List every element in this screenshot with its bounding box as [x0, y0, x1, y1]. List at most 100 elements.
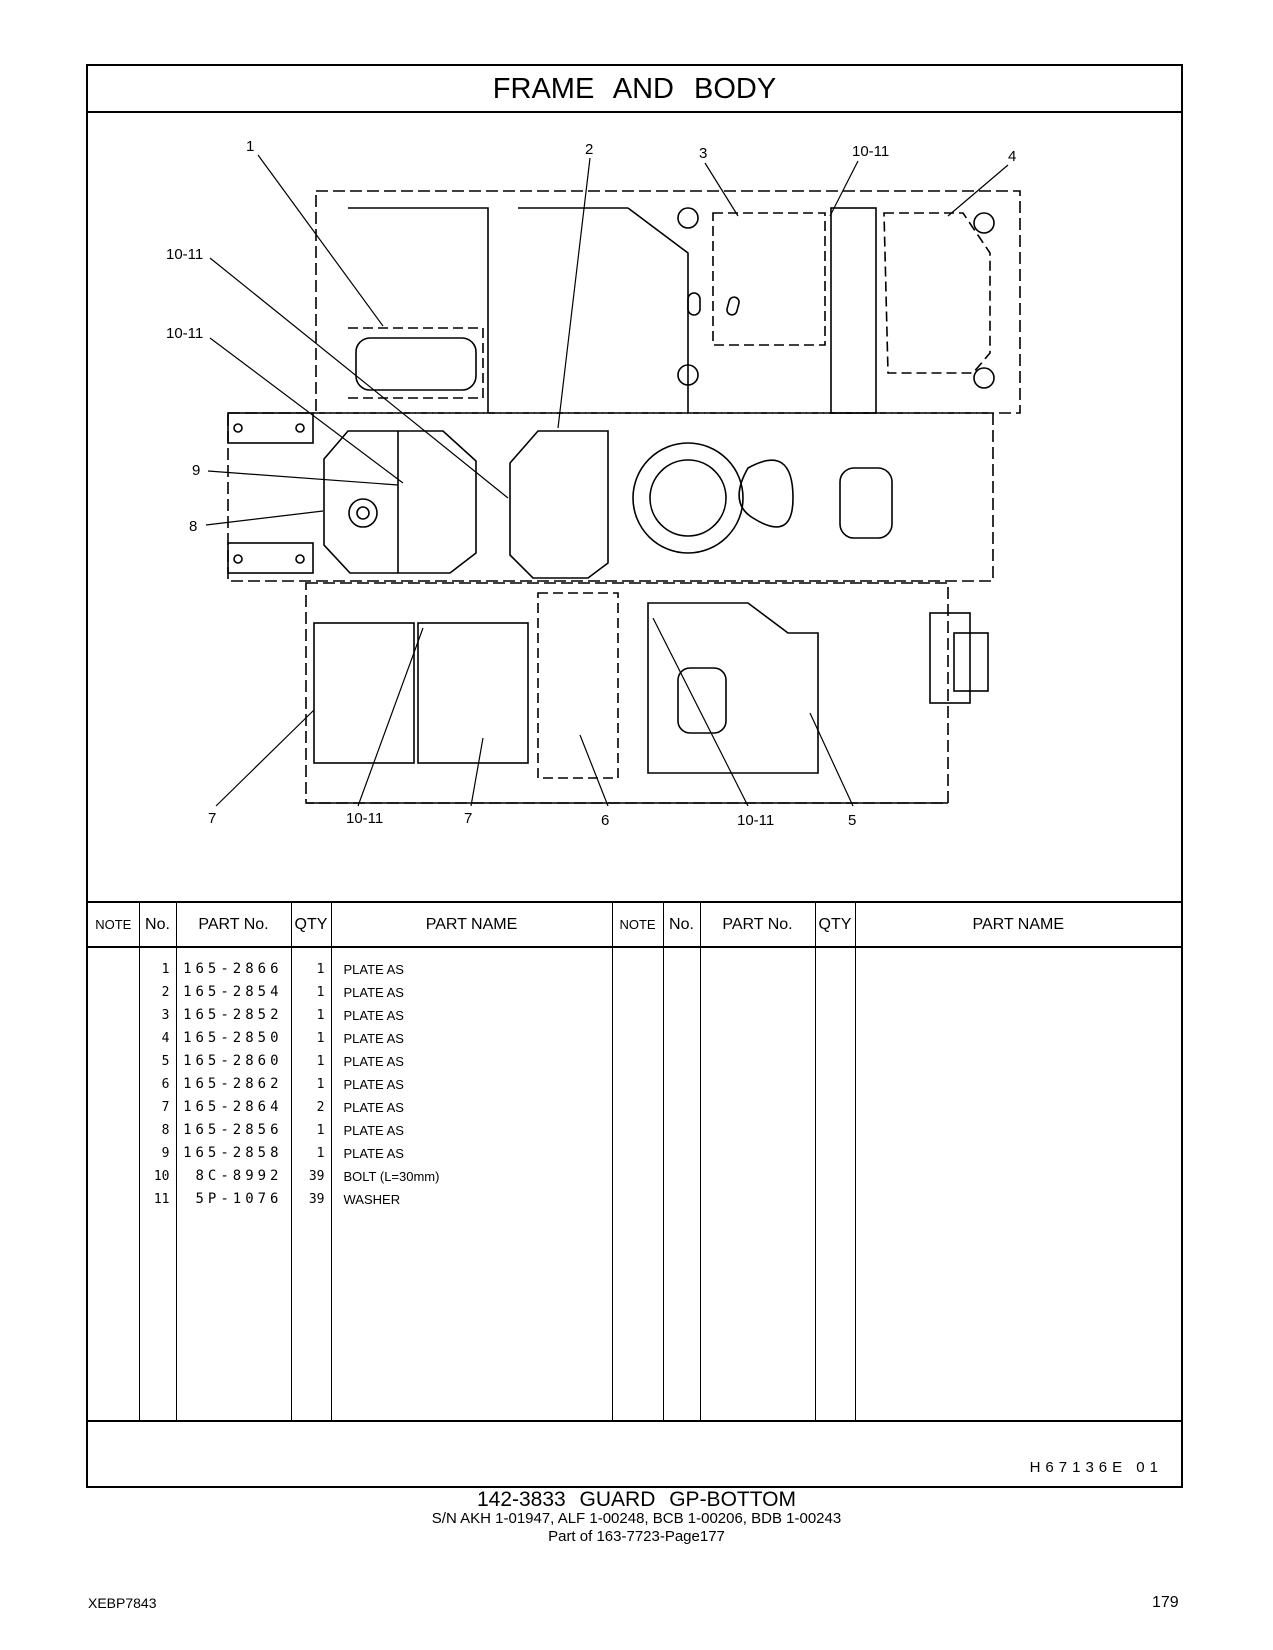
plate-8-hole-inner [356, 506, 370, 520]
leader-10-11-left-a [209, 257, 509, 499]
col-qty-right [815, 947, 856, 1422]
row-9-qty: 1 [316, 1146, 325, 1161]
row-5-part-name: PLATE AS [343, 1054, 404, 1069]
leader-9 [207, 470, 399, 486]
row-10-qty: 39 [308, 1169, 325, 1184]
oval-opening [738, 459, 794, 528]
bracket-hole-d [295, 554, 305, 564]
row-11-no: 11 [153, 1192, 170, 1207]
bracket-left-top [227, 412, 314, 444]
plate-5-region [647, 602, 819, 774]
row-2-part-name: PLATE AS [343, 985, 404, 1000]
callout-1: 1 [246, 138, 254, 155]
row-7-part-no: 165-2864 [183, 1099, 283, 1115]
header-part-name-right: PART NAME [855, 901, 1181, 948]
callout-10-11-bottom-a: 10-11 [346, 810, 383, 827]
bracket-hole-a [233, 423, 243, 433]
lower-frame-outline [305, 582, 949, 804]
frame-body-drawing: 1 2 3 10-11 4 10-11 10-11 9 8 7 10-11 7 … [166, 138, 1021, 829]
panel-item-4 [883, 212, 991, 374]
leader-5 [809, 712, 854, 807]
leader-10-11-bottom-b [652, 617, 749, 807]
col-qty: 1 1 1 1 1 1 2 1 1 39 39 [291, 947, 332, 1422]
upper-hole-b [973, 212, 995, 234]
caption-part-of: Part of 163-7723-Page177 [548, 1528, 725, 1545]
callout-2: 2 [585, 141, 593, 158]
table-header-row: NOTE No. PART No. QTY PART NAME NOTE No.… [88, 901, 1181, 948]
exploded-diagram: 1 2 3 10-11 4 10-11 10-11 9 8 7 10-11 7 … [88, 113, 1181, 901]
tail-block [929, 612, 971, 704]
panel-item-4-mount [830, 207, 877, 414]
parts-page-frame: FRAME AND BODY [86, 64, 1183, 1488]
page-number: 179 [1152, 1594, 1179, 1611]
panel-left-upper-inner [355, 337, 477, 391]
row-1-part-name: PLATE AS [343, 962, 404, 977]
row-10-part-no: 8C-8992 [195, 1168, 283, 1184]
round-opening-inner [649, 459, 727, 537]
row-11-part-name: WASHER [343, 1192, 401, 1207]
caption-title: 142-3833 GUARD GP-BOTTOM [476, 1488, 797, 1511]
leader-8 [205, 510, 324, 526]
row-8-no: 8 [161, 1123, 170, 1138]
row-5-qty: 1 [316, 1054, 325, 1069]
bracket-hole-c [233, 554, 243, 564]
callout-7-left: 7 [208, 810, 216, 827]
leader-7-left [215, 709, 315, 807]
header-part-no-right: PART No. [700, 901, 816, 948]
callout-10-11-top: 10-11 [852, 143, 889, 160]
row-6-part-no: 165-2862 [183, 1076, 283, 1092]
row-2-no: 2 [161, 985, 170, 1000]
upper-hole-a [677, 207, 699, 229]
leader-10-11-left-b [209, 337, 404, 484]
row-9-part-name: PLATE AS [343, 1146, 404, 1161]
row-10-part-name: BOLT (L=30mm) [343, 1169, 440, 1184]
plate-7-left [313, 622, 415, 764]
slot-a [687, 292, 701, 316]
header-no-right: No. [663, 901, 701, 948]
plate-7-right [417, 622, 529, 764]
row-4-qty: 1 [316, 1031, 325, 1046]
row-3-no: 3 [161, 1008, 170, 1023]
callout-6: 6 [601, 812, 609, 829]
table-body-row: 1 2 3 4 5 6 7 8 9 10 11 165-2866 165-285… [88, 947, 1181, 1422]
tail-stub [953, 632, 989, 692]
callout-10-11-bottom-b: 10-11 [737, 812, 774, 829]
slot-b [726, 296, 740, 316]
callout-4: 4 [1008, 148, 1016, 165]
plate-2 [509, 430, 609, 579]
panel-left-upper [348, 327, 484, 399]
callout-8: 8 [189, 518, 197, 535]
illustration-ref-code: H67136E 01 [1029, 1459, 1163, 1476]
upper-hole-d [677, 364, 699, 386]
callout-10-11-left-a: 10-11 [166, 246, 203, 263]
header-qty: QTY [291, 901, 332, 948]
row-4-part-no: 165-2850 [183, 1030, 283, 1046]
row-8-part-name: PLATE AS [343, 1123, 404, 1138]
header-note: NOTE [88, 901, 140, 948]
col-part-name-right [855, 947, 1181, 1422]
col-no: 1 2 3 4 5 6 7 8 9 10 11 [139, 947, 177, 1422]
row-3-part-name: PLATE AS [343, 1008, 404, 1023]
row-9-part-no: 165-2858 [183, 1145, 283, 1161]
caption-serial-numbers: S/N AKH 1-01947, ALF 1-00248, BCB 1-0020… [431, 1510, 842, 1527]
leader-10-11-top [829, 160, 859, 217]
row-8-qty: 1 [316, 1123, 325, 1138]
row-6-qty: 1 [316, 1077, 325, 1092]
row-11-qty: 39 [308, 1192, 325, 1207]
document-id: XEBP7843 [88, 1595, 157, 1611]
row-4-part-name: PLATE AS [343, 1031, 404, 1046]
upper-frame-outline [315, 190, 1021, 414]
leader-7-right [470, 737, 484, 807]
round-opening-large [632, 442, 744, 554]
row-7-no: 7 [161, 1100, 170, 1115]
row-5-no: 5 [161, 1054, 170, 1069]
leader-10-11-bottom-a [357, 627, 424, 807]
plate-5-window [677, 667, 727, 734]
row-3-qty: 1 [316, 1008, 325, 1023]
row-10-no: 10 [153, 1169, 170, 1184]
row-7-qty: 2 [316, 1100, 325, 1115]
row-2-part-no: 165-2854 [183, 984, 283, 1000]
header-note-right: NOTE [612, 901, 664, 948]
bracket-left-bottom [227, 542, 314, 574]
callout-9: 9 [192, 462, 200, 479]
